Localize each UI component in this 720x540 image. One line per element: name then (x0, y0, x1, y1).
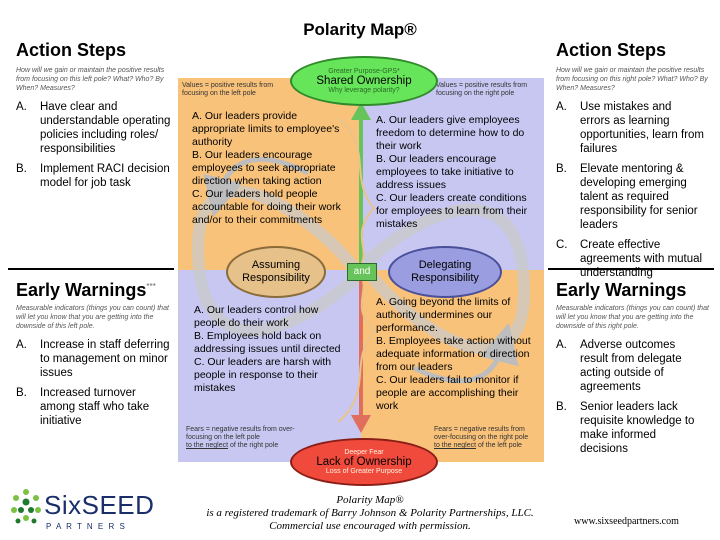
lack-of-ownership-label: Lack of Ownership (316, 456, 412, 468)
seed-cluster-icon (11, 489, 41, 524)
upper-left-text: A. Our leaders provide appropriate limit… (192, 110, 341, 226)
right-pole-oval: Delegating Responsibility (388, 246, 502, 298)
values-left-label: Values = positive results from focusing … (182, 82, 274, 97)
right-action-list: A.Use mistakes and errors as learning op… (556, 100, 704, 280)
right-action-sub: How will we gain or maintain the positiv… (556, 67, 708, 92)
left-pole-oval: Assuming Responsibility (226, 246, 326, 298)
right-warn-sub: Measurable indicators (things you can co… (556, 305, 709, 330)
loss-label: Loss of Greater Purpose (325, 468, 403, 475)
infinity-loop-graphic (191, 102, 531, 433)
polarity-map: Values = positive results from focusing … (178, 78, 544, 462)
sixseed-logo: SixSEED P A R T N E R S (10, 484, 160, 534)
list-item: A.Use mistakes and errors as learning op… (556, 101, 705, 155)
left-action-sub: How will we gain or maintain the positiv… (16, 67, 165, 92)
top-oval-shared-ownership: Greater Purpose-GPS* Shared Ownership Wh… (290, 56, 438, 106)
right-action-heading: Action Steps (556, 40, 667, 60)
list-item: A.Increase in staff deferring to managem… (16, 339, 170, 379)
list-item: B.Implement RACI decision model for job … (16, 163, 170, 189)
right-warn-list: A.Adverse outcomes result from delegate … (556, 338, 704, 456)
divider (548, 268, 714, 270)
fears-left-label: Fears = negative results from over-focus… (186, 426, 295, 449)
footer-credit: Polarity Map® is a registered trademark … (206, 494, 534, 532)
deeper-fear-label: Deeper Fear (344, 449, 384, 456)
list-item: B.Increased turnover among staff who tak… (16, 387, 150, 427)
bottom-oval-lack-of-ownership: Deeper Fear Lack of Ownership Loss of Gr… (290, 438, 438, 486)
left-action-list: A.Have clear and understandable operatin… (16, 100, 174, 190)
logo-sub: P A R T N E R S (46, 522, 127, 531)
website-url: www.sixseedpartners.com (574, 516, 679, 527)
upper-right-text: A. Our leaders give employees freedom to… (376, 114, 528, 230)
gps-label: Greater Purpose-GPS* (328, 68, 400, 75)
warn-mark: *** (146, 282, 156, 291)
right-warn-heading: Early Warnings (556, 280, 687, 300)
list-item: A.Have clear and understandable operatin… (16, 101, 171, 155)
left-pole-label: Assuming Responsibility (242, 259, 310, 284)
list-item: B.Senior leaders lack requisite knowledg… (556, 401, 695, 455)
list-item: A.Adverse outcomes result from delegate … (556, 339, 682, 393)
fears-right-label: Fears = negative results from over-focus… (434, 426, 529, 449)
why-label: Why leverage polarity? (328, 87, 400, 94)
logo-word: SixSEED (44, 490, 155, 520)
list-item: B.Elevate mentoring & developing emergin… (556, 163, 698, 231)
lower-left-text: A. Our leaders control how people do the… (194, 304, 341, 394)
left-action-heading: Action Steps (16, 40, 127, 60)
left-warn-heading: Early Warnings*** (16, 280, 156, 300)
list-item: C.Create effective agreements with mutua… (556, 239, 703, 279)
lower-right-text: A. Going beyond the limits of authority … (376, 296, 531, 412)
left-warn-list: A.Increase in staff deferring to managem… (16, 338, 174, 428)
right-pole-label: Delegating Responsibility (411, 259, 479, 284)
shared-ownership-label: Shared Ownership (316, 75, 412, 87)
left-warn-sub: Measurable indicators (things you can co… (16, 305, 169, 330)
divider (8, 268, 174, 270)
values-right-label: Values = positive results from focusing … (436, 82, 528, 97)
and-connector: and (347, 263, 377, 281)
page-title: Polarity Map® (303, 20, 417, 39)
